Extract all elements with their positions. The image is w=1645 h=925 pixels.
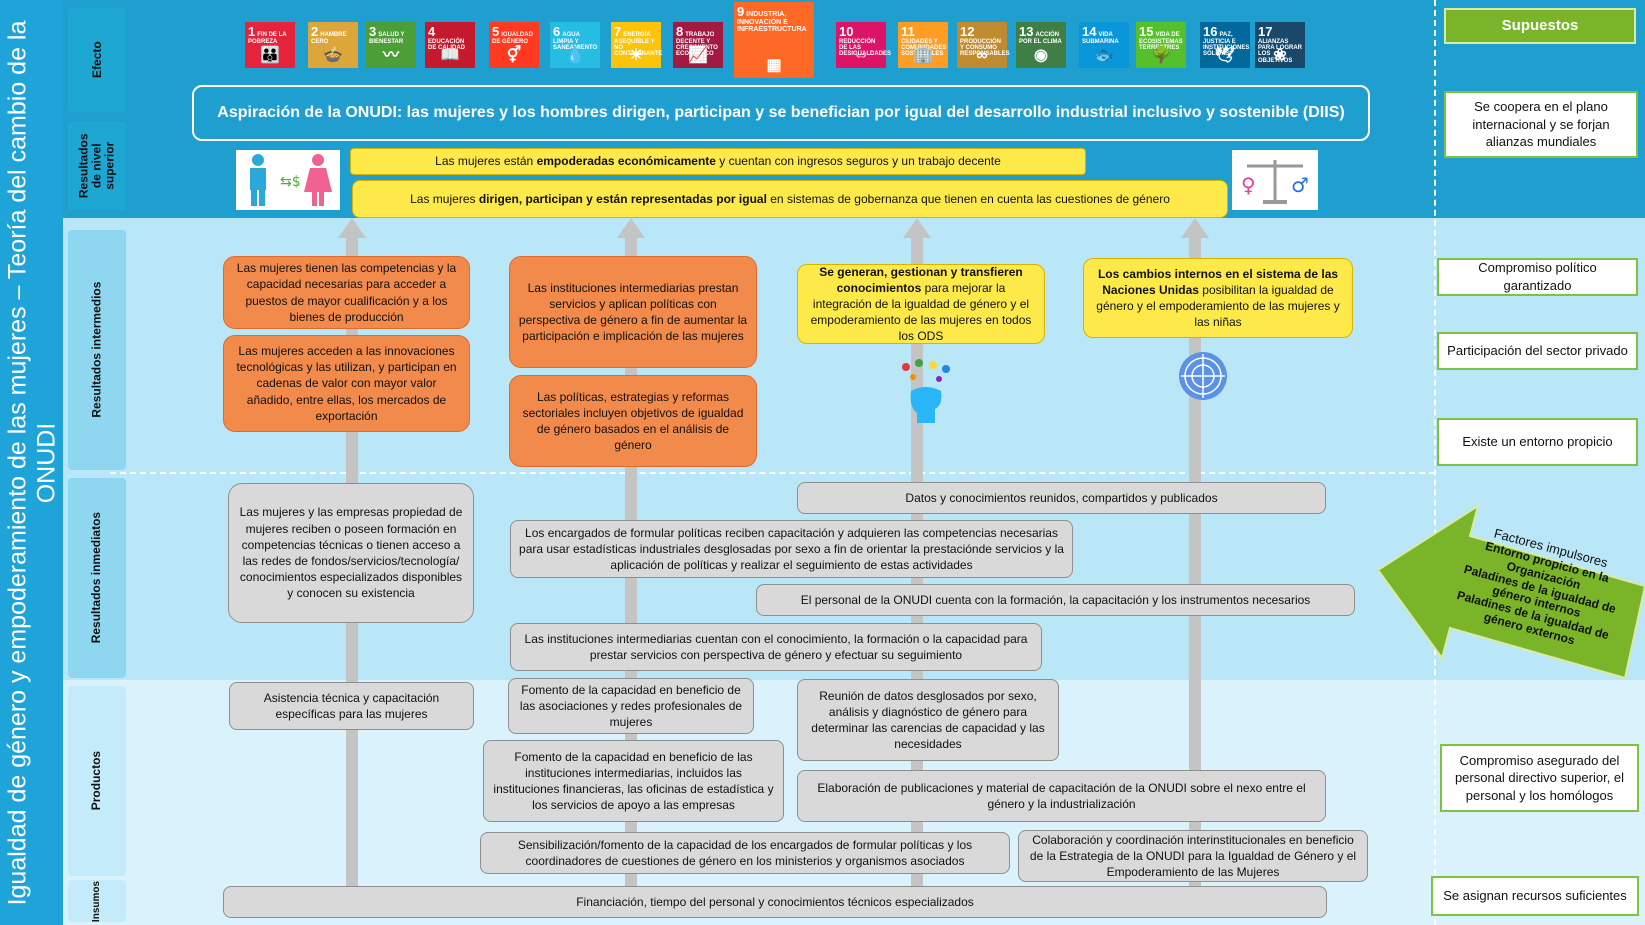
row-label-inmediatos: Resultados inmediatos bbox=[68, 478, 126, 678]
assumption-1: Se coopera en el plano internacional y s… bbox=[1444, 91, 1638, 158]
svg-text:⇆$: ⇆$ bbox=[280, 174, 301, 190]
sdg-4-icon: 4EDUCACIÓN DE CALIDAD📖 bbox=[425, 22, 475, 68]
sdg-glyph: ◉ bbox=[1034, 47, 1048, 65]
row-label-nivel-superior: Resultados de nivel superior bbox=[68, 122, 126, 210]
intermediate-outcome-2: Las mujeres acceden a las innovaciones t… bbox=[223, 335, 470, 432]
intermediate-outcome-4: Las políticas, estrategias y reformas se… bbox=[509, 375, 757, 467]
sdg-glyph: 🌳 bbox=[1151, 47, 1171, 65]
product-5: Elaboración de publicaciones y material … bbox=[797, 770, 1326, 822]
sdg-glyph: 📈 bbox=[688, 47, 708, 65]
un-emblem-icon bbox=[1170, 346, 1236, 406]
assumption-2: Compromiso político garantizado bbox=[1437, 258, 1638, 296]
product-3: Reunión de datos desglosados por sexo, a… bbox=[797, 679, 1059, 761]
sdg-glyph: 💧 bbox=[565, 47, 585, 65]
product-1: Asistencia técnica y capacitación especí… bbox=[229, 682, 474, 730]
row-label-intermedios: Resultados intermedios bbox=[68, 230, 126, 470]
divider-assumptions bbox=[1434, 0, 1436, 925]
high-level-result-1: Las mujeres están empoderadas económicam… bbox=[350, 148, 1086, 175]
sdg-glyph: 🍲 bbox=[323, 47, 343, 65]
sdg-glyph: ☀ bbox=[628, 47, 644, 65]
sdg-glyph: 🐟 bbox=[1094, 47, 1114, 65]
arrow-head-1 bbox=[338, 218, 366, 238]
diagram-title-text: Igualdad de género y empoderamiento de l… bbox=[2, 20, 60, 905]
sdg-10-icon: 10REDUCCIÓN DE LAS DESIGUALDADES⇔ bbox=[836, 22, 891, 68]
divider-intermediate-immediate bbox=[110, 472, 1435, 474]
immediate-result-2: Datos y conocimientos reunidos, comparti… bbox=[797, 482, 1326, 514]
sdg-glyph: ∞ bbox=[976, 47, 988, 65]
gender-figures-icon: ⇆$ bbox=[236, 150, 340, 210]
product-7: Colaboración y coordinación interinstitu… bbox=[1018, 830, 1368, 882]
arrow-head-4 bbox=[1181, 218, 1209, 238]
immediate-result-3: Los encargados de formular políticas rec… bbox=[510, 520, 1073, 578]
intermediate-outcome-3: Las instituciones intermediarias prestan… bbox=[509, 256, 757, 368]
immediate-result-1: Las mujeres y las empresas propiedad de … bbox=[228, 483, 474, 623]
arrow-head-2 bbox=[617, 218, 645, 238]
row-label-efecto: Efecto bbox=[68, 8, 126, 112]
assumptions-header: Supuestos bbox=[1444, 8, 1636, 44]
diagram-title: Igualdad de género y empoderamiento de l… bbox=[0, 0, 63, 925]
intermediate-outcome-1: Las mujeres tienen las competencias y la… bbox=[223, 256, 470, 329]
sdg-glyph: 〰 bbox=[382, 47, 399, 65]
svg-text:♂: ♂ bbox=[1291, 173, 1309, 197]
knowledge-head-icon bbox=[891, 357, 961, 427]
inputs-box: Financiación, tiempo del personal y cono… bbox=[223, 886, 1327, 918]
assumption-5: Compromiso asegurado del personal direct… bbox=[1440, 744, 1639, 812]
drivers-arrow bbox=[1378, 503, 1645, 680]
assumption-4: Existe un entorno propicio bbox=[1437, 418, 1638, 466]
sdg-glyph: ▦ bbox=[766, 57, 782, 75]
product-4: Fomento de la capacidad en beneficio de … bbox=[483, 740, 784, 822]
sdg-glyph: ❀ bbox=[1273, 47, 1287, 65]
product-6: Sensibilización/fomento de la capacidad … bbox=[480, 832, 1010, 874]
immediate-result-5: Las instituciones intermediarias cuentan… bbox=[510, 623, 1042, 671]
svg-text:♀: ♀ bbox=[1241, 173, 1256, 197]
immediate-result-4: El personal de la ONUDI cuenta con la fo… bbox=[756, 584, 1355, 616]
row-label-productos: Productos bbox=[68, 686, 126, 876]
sdg-glyph: 🕊 bbox=[1214, 47, 1236, 65]
sdg-glyph: 📖 bbox=[440, 47, 460, 65]
assumption-3: Participación del sector privado bbox=[1437, 332, 1638, 370]
intermediate-outcome-knowledge: Se generan, gestionan y transfieren cono… bbox=[797, 264, 1045, 344]
assumption-6: Se asignan recursos suficientes bbox=[1431, 876, 1639, 916]
sdg-glyph: 🏢 bbox=[913, 47, 933, 65]
sdg-glyph: ⚥ bbox=[506, 47, 522, 65]
sdg-11-icon: 11CIUDADES Y COMUNIDADES SOSTENIBLES🏢 bbox=[898, 22, 948, 68]
sdg-glyph: ⇔ bbox=[853, 47, 869, 65]
intermediate-outcome-un-system: Los cambios internos en el sistema de la… bbox=[1083, 258, 1353, 338]
sdg-12-icon: 12PRODUCCIÓN Y CONSUMO RESPONSABLES∞ bbox=[957, 22, 1010, 68]
arrow-head-3 bbox=[903, 218, 931, 238]
aspiration-text: Aspiración de la ONUDI: las mujeres y lo… bbox=[217, 104, 1345, 122]
arrow-shaft-4 bbox=[1189, 238, 1201, 918]
high-level-result-2: Las mujeres dirigen, participan y están … bbox=[352, 180, 1228, 218]
sdg-17-icon: 17ALIANZAS PARA LOGRAR LOS OBJETIVOS❀ bbox=[1255, 22, 1305, 68]
product-2: Fomento de la capacidad en beneficio de … bbox=[508, 678, 754, 734]
aspiration-box: Aspiración de la ONUDI: las mujeres y lo… bbox=[192, 85, 1370, 141]
sdg-glyph: 👪 bbox=[260, 47, 280, 65]
gender-scale-icon: ♀ ♂ bbox=[1232, 150, 1318, 210]
row-label-insumos: Insumos bbox=[68, 880, 126, 922]
